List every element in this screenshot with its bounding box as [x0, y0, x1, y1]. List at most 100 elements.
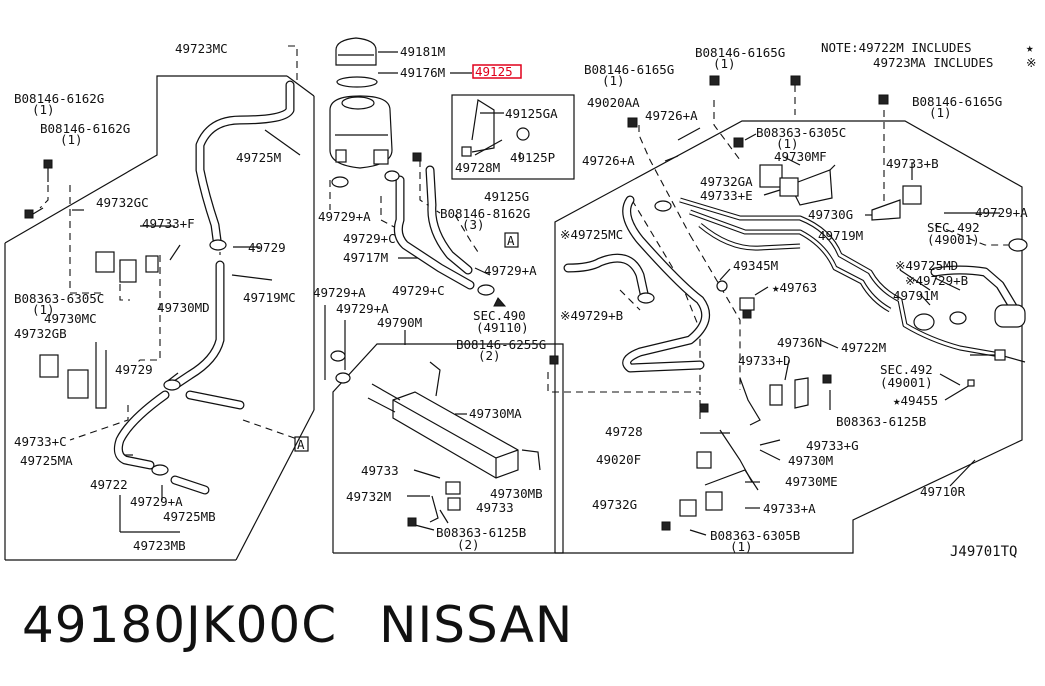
callout: 49020F — [596, 452, 641, 467]
callout: B08146-6165G — [584, 62, 674, 77]
callout: (1) — [929, 105, 952, 120]
left-hose-group — [24, 80, 295, 495]
callout: 49345M — [733, 258, 778, 273]
callout: 49723MC — [175, 41, 228, 56]
callout: B08363-6305B — [710, 528, 800, 543]
clamp-49729-lower — [163, 379, 181, 391]
right-pipe-group — [563, 75, 1028, 531]
callout: (1) — [776, 136, 799, 151]
callout: ★49763 — [772, 280, 817, 295]
callout: B08146-8162G — [440, 206, 530, 221]
hose-end-49725md — [994, 304, 1026, 328]
callout: B08146-6165G — [695, 45, 785, 60]
bracket-49730mc — [39, 342, 107, 409]
callout: 49730ME — [785, 474, 838, 489]
callout: 49729+C — [343, 231, 396, 246]
callout: 49728M — [455, 160, 500, 175]
callout: 49181M — [400, 44, 445, 59]
callout: B08363-6125B — [436, 525, 526, 540]
bracket-49125ga — [461, 99, 530, 157]
bracket-49730me — [704, 469, 759, 491]
callout: 49719M — [818, 228, 863, 243]
reservoir-tank — [329, 95, 393, 169]
callout: 49733+E — [700, 188, 753, 203]
callout: 49730MD — [157, 300, 210, 315]
callout: 49730MC — [44, 311, 97, 326]
callout: (1) — [60, 132, 83, 147]
callout: 49729 — [115, 362, 153, 377]
note-star-1: ★ — [1026, 40, 1034, 55]
part-number: 49180JK00C — [22, 596, 338, 654]
callout: A — [507, 233, 515, 248]
pressure-sensor — [739, 297, 755, 319]
callout: 49125P — [510, 150, 555, 165]
callout: ※49729+B — [905, 273, 968, 288]
callout: (3) — [462, 217, 485, 232]
callout: 49729+A — [975, 205, 1028, 220]
callout: 49722M — [841, 340, 886, 355]
callout: 49733+G — [806, 438, 859, 453]
callout: 49733+F — [142, 216, 195, 231]
clamp-49791m — [913, 311, 967, 331]
callout: ※49729+B — [560, 308, 623, 323]
callout: 49729+A — [130, 494, 183, 509]
callout: 49725M — [236, 150, 281, 165]
note-line-1: NOTE:49722M INCLUDES — [821, 40, 972, 55]
callout: 49733 — [361, 463, 399, 478]
callout: 49717M — [343, 250, 388, 265]
callout: 49733+D — [738, 353, 791, 368]
callout: 49733 — [476, 500, 514, 515]
callout: SEC.492 — [880, 362, 933, 377]
cooler-group — [330, 350, 559, 527]
footer: 49180JK00C NISSAN — [22, 596, 615, 654]
callout: 49729+A — [313, 285, 366, 300]
callout: 49732M — [346, 489, 391, 504]
callout: 49729 — [248, 240, 286, 255]
clamp-49729a-right — [1008, 238, 1028, 252]
callout: 49728 — [605, 424, 643, 439]
brand-name: NISSAN — [379, 596, 574, 654]
callout: (49001) — [927, 232, 980, 247]
note-line-2: 49723MA INCLUDES — [873, 55, 993, 70]
callout: 49732G — [592, 497, 637, 512]
labels: NOTE:49722M INCLUDES ★ 49723MA INCLUDES … — [14, 40, 1036, 560]
callout: 49729+A — [336, 301, 389, 316]
callout: ※49725MD — [895, 258, 958, 273]
callout: SEC.490 — [473, 308, 526, 323]
reservoir-seal — [336, 76, 378, 88]
callout: 49732GC — [96, 195, 149, 210]
callout: A — [297, 437, 305, 452]
reservoir-group — [329, 37, 530, 307]
callout: B08146-6162G — [14, 91, 104, 106]
callout: 49729+C — [392, 283, 445, 298]
callout: 49790M — [377, 315, 422, 330]
callout: 49020AA — [587, 95, 640, 110]
callout: 49722 — [90, 477, 128, 492]
callout: 49726+A — [645, 108, 698, 123]
callout: ★49455 — [893, 393, 938, 408]
callout: ※49725MC — [560, 227, 623, 242]
callout: 49730MF — [774, 149, 827, 164]
callout: (49001) — [880, 375, 933, 390]
callout: B08363-6305C — [14, 291, 104, 306]
callout: B08146-6165G — [912, 94, 1002, 109]
oil-cooler — [367, 383, 519, 479]
callout: (1) — [32, 302, 55, 317]
note-star-2: ※ — [1026, 55, 1036, 70]
bracket-49730mf — [759, 164, 833, 206]
callout: 49733+C — [14, 434, 67, 449]
callout: (49110) — [476, 320, 529, 335]
callout: 49710R — [920, 484, 966, 499]
callout: (1) — [602, 73, 625, 88]
callout: 49730MB — [490, 486, 543, 501]
callout: 49730MA — [469, 406, 522, 421]
callout: B08146-6255G — [456, 337, 546, 352]
callout: B08363-6125B — [836, 414, 926, 429]
callout: 49791M — [893, 288, 938, 303]
callout: (1) — [713, 56, 736, 71]
callout: 49729+A — [484, 263, 537, 278]
callout: 49176M — [400, 65, 445, 80]
bolt-icon — [24, 207, 44, 219]
callout: 49725MB — [163, 509, 216, 524]
bracket-49730g — [871, 185, 922, 221]
